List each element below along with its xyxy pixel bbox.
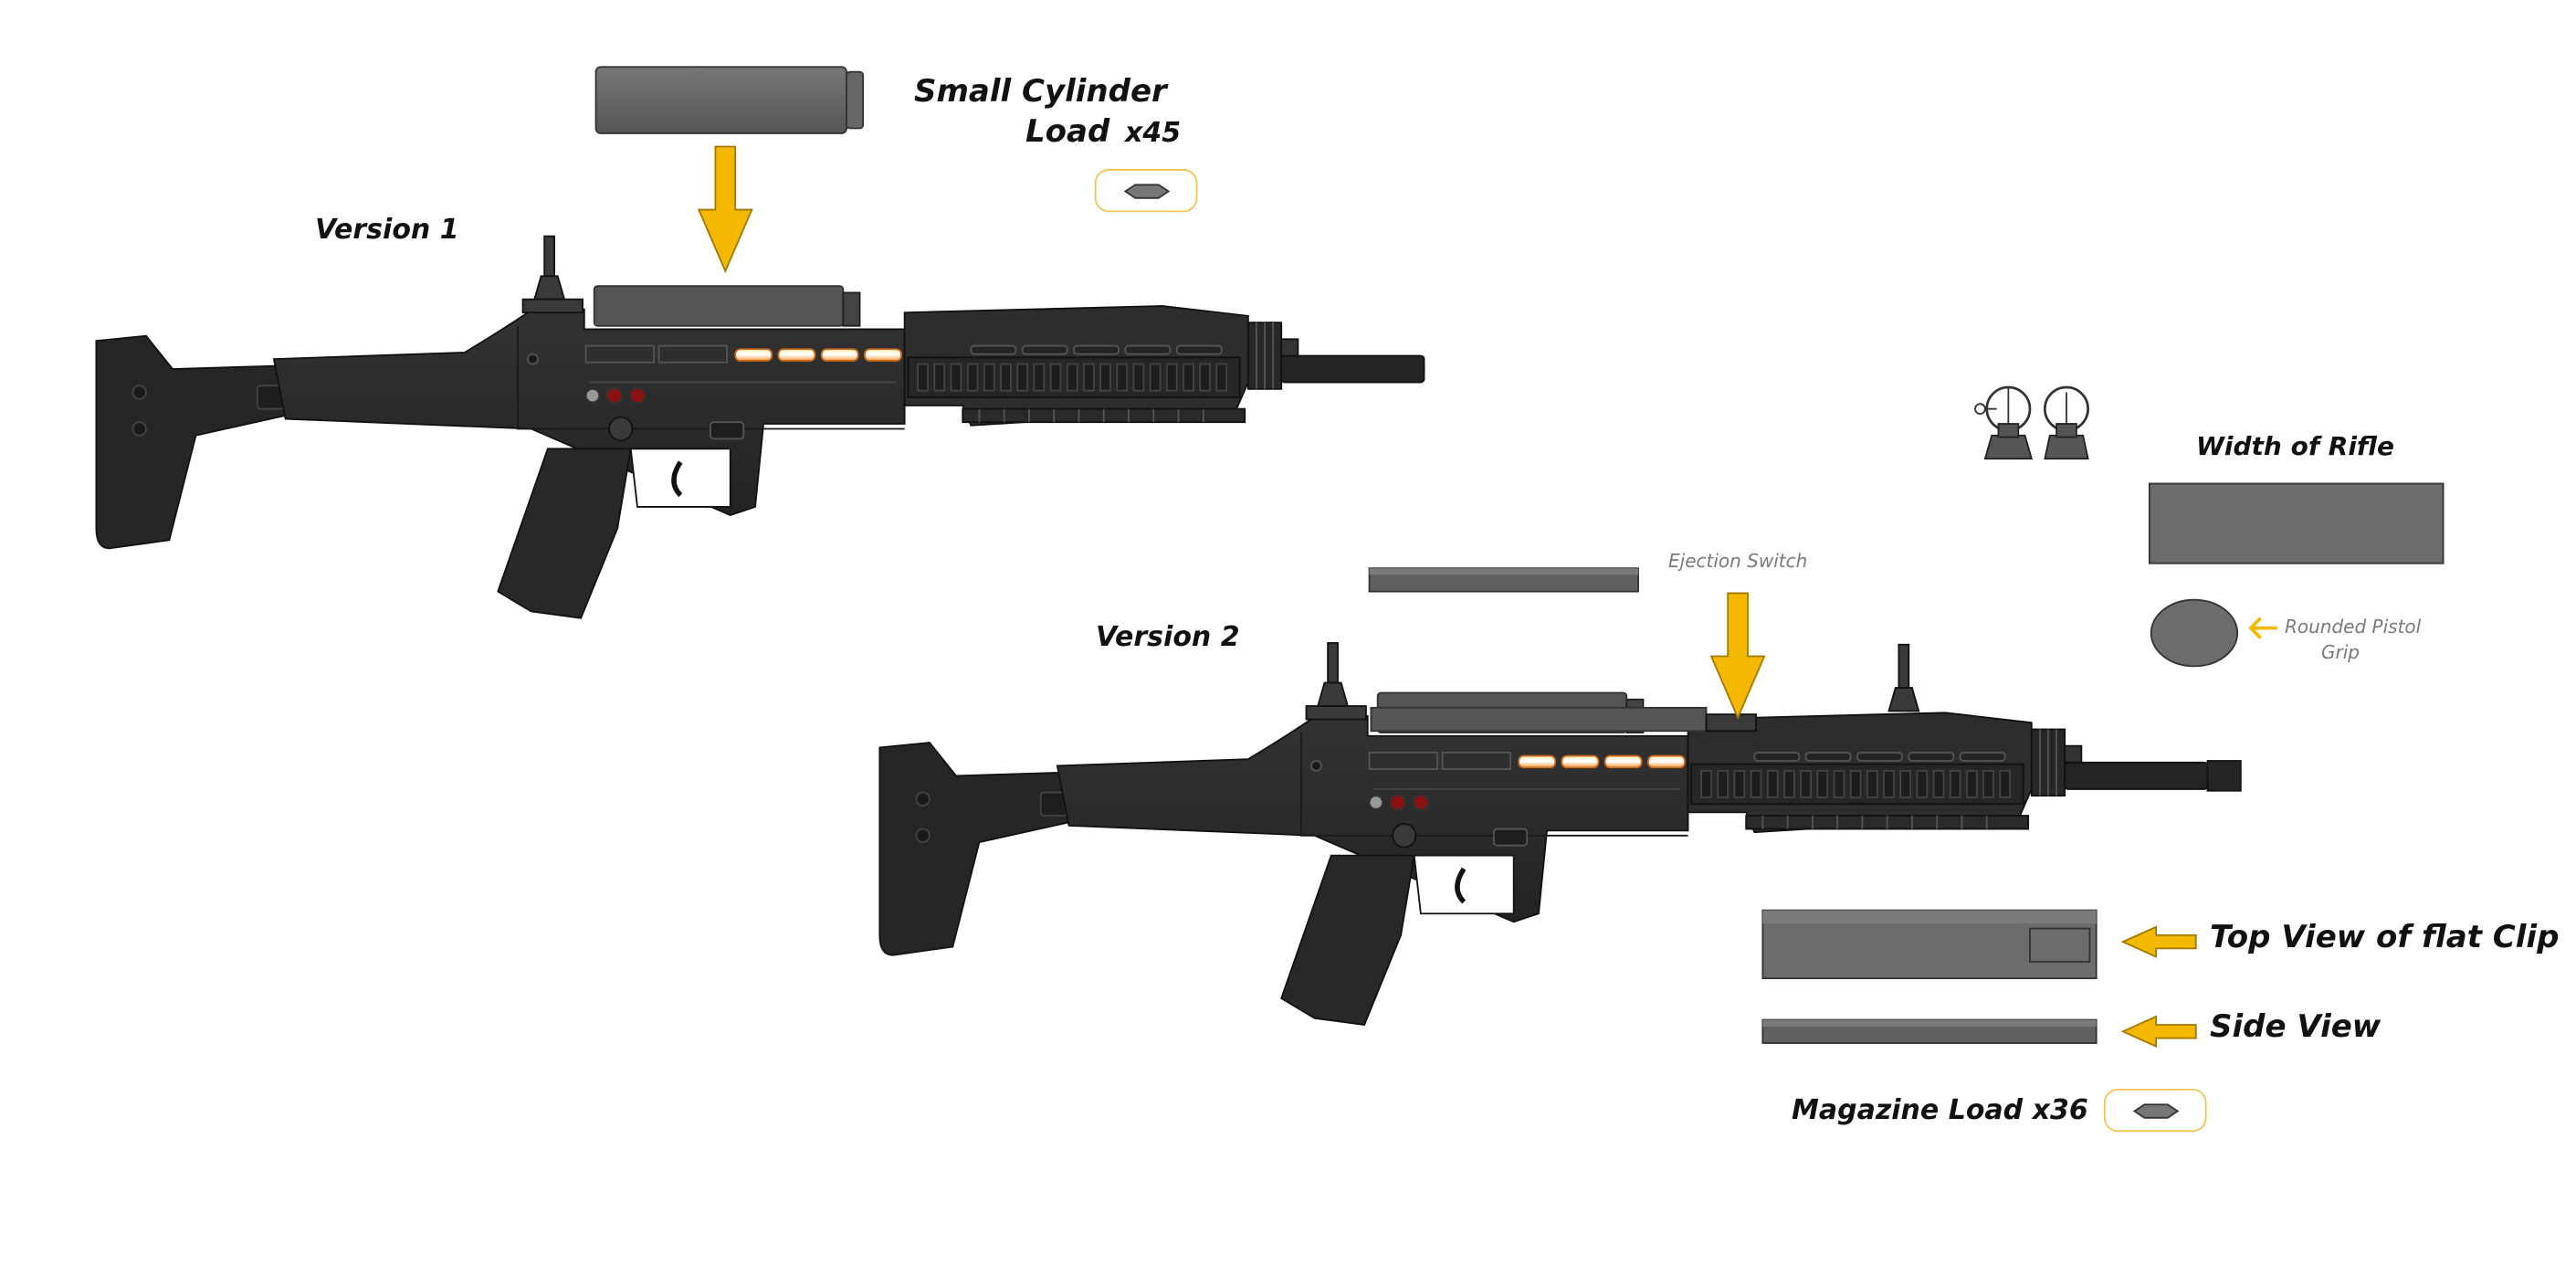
version-1-label: Version 1 xyxy=(315,214,459,246)
ejection-switch-label: Ejection Switch xyxy=(1668,550,1808,572)
small-cylinder-part xyxy=(594,66,865,134)
version-2-label: Version 2 xyxy=(1096,621,1240,653)
arrow-down-icon xyxy=(1710,592,1766,719)
flat-clip-side-view xyxy=(1761,1018,2098,1044)
load-count-label: x45 xyxy=(1125,117,1182,149)
arrow-down-icon xyxy=(698,145,753,272)
side-view-label: Side View xyxy=(2210,1008,2381,1045)
sight-views xyxy=(1974,385,2089,460)
pistol-grip-section xyxy=(2150,598,2239,668)
flat-clip-top-view xyxy=(1761,909,2098,980)
load-label: Load xyxy=(1025,113,1110,150)
cylinder-round-icon xyxy=(1094,169,1198,213)
magazine-load-label: Magazine Load x36 xyxy=(1792,1094,2088,1126)
rounded-pistol-grip-label: Rounded Pistol xyxy=(2285,616,2422,638)
ejection-switch-part xyxy=(1368,567,1639,593)
top-view-flat-clip-label: Top View of flat Clip xyxy=(2210,919,2560,955)
arrow-left-icon xyxy=(2121,925,2197,958)
small-cylinder-label: Small Cylinder xyxy=(914,73,1167,110)
width-of-rifle-label: Width of Rifle xyxy=(2196,431,2394,461)
arrow-left-icon xyxy=(2121,1016,2197,1048)
rifle-width-block xyxy=(2148,482,2445,564)
arrow-left-small-icon xyxy=(2248,617,2277,639)
rounded-pistol-grip-label-line2: Grip xyxy=(2321,641,2360,663)
rifle-version-1 xyxy=(96,237,1424,618)
magazine-round-icon xyxy=(2103,1088,2207,1133)
rifle-version-2 xyxy=(879,643,2242,1025)
